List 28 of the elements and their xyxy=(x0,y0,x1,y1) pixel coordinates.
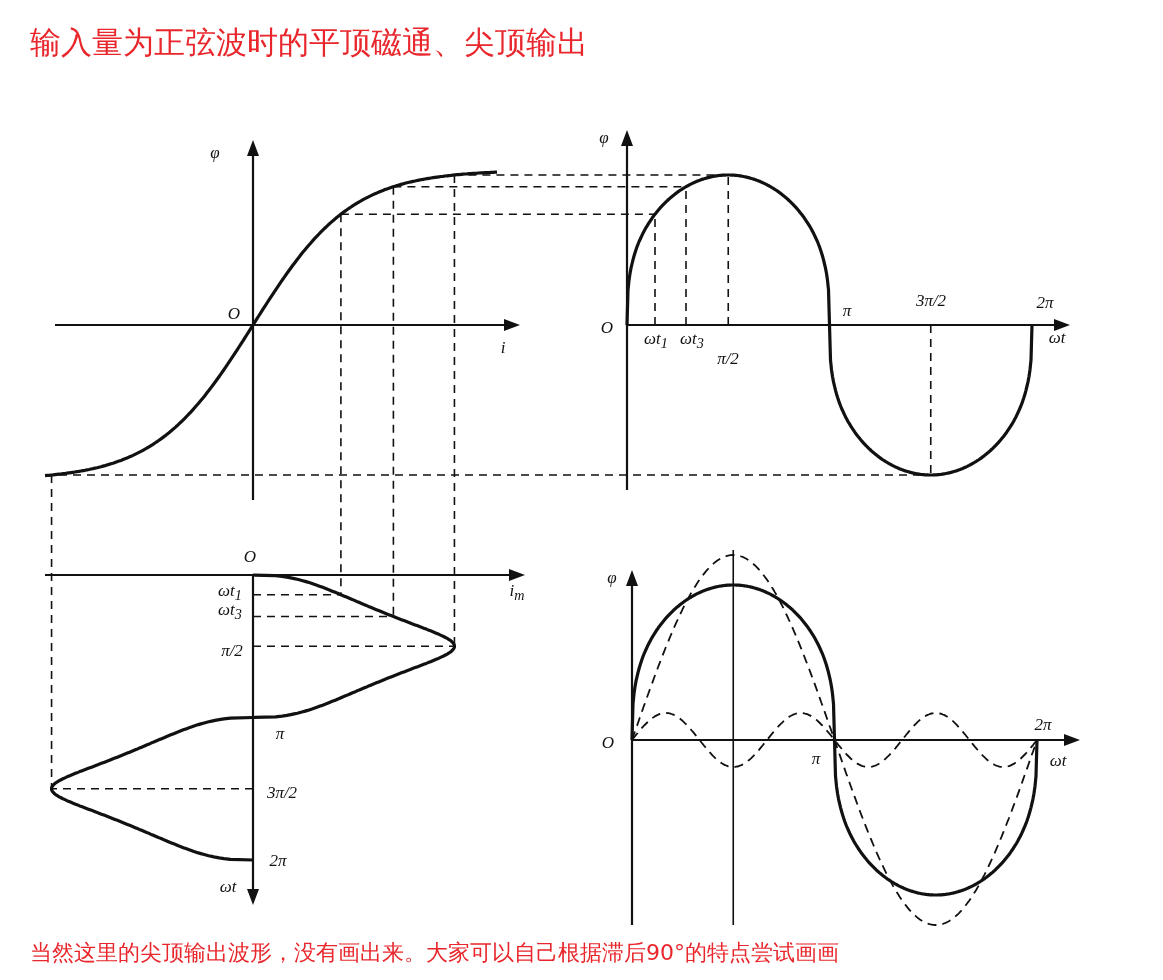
tick-label: ωt$_{1}$ xyxy=(644,329,668,351)
tick-label: ωt$_{3}$ xyxy=(680,329,704,351)
tick-label: π/2 xyxy=(717,349,739,367)
tick-label: 3π/2 xyxy=(266,783,298,801)
tick-label: π/2 xyxy=(221,641,243,659)
axis-label: ωt xyxy=(1048,328,1066,346)
tick-label: ωt$_{3}$ xyxy=(218,600,242,622)
title: 输入量为正弦波时的平顶磁通、尖顶输出 xyxy=(30,23,588,62)
axis-label: φ xyxy=(599,128,609,146)
origin-label: O xyxy=(243,547,257,565)
axis-label: φ xyxy=(607,568,617,586)
origin-label: O xyxy=(601,733,615,751)
tick-label: 2π xyxy=(1034,715,1052,733)
axis-label: i$_{m}$ xyxy=(509,581,525,603)
tick-label: ωt$_{1}$ xyxy=(218,581,242,603)
tick-label: 3π/2 xyxy=(915,291,947,309)
axis-label: ωt xyxy=(1049,751,1067,769)
tick-label: π xyxy=(842,301,852,319)
axis-label: ωt xyxy=(219,877,237,895)
origin-label: O xyxy=(600,318,614,336)
axis-label: φ xyxy=(210,143,220,161)
tick-label: π xyxy=(811,749,821,767)
origin-label: O xyxy=(227,304,241,322)
tick-label: π xyxy=(275,724,285,742)
tick-label: 2π xyxy=(269,851,287,869)
caption: 当然这里的尖顶输出波形，没有画出来。大家可以自己根据滞后90°的特点尝试画画 xyxy=(30,939,839,967)
axis-label: i xyxy=(500,338,506,356)
tick-label: 2π xyxy=(1036,293,1054,311)
